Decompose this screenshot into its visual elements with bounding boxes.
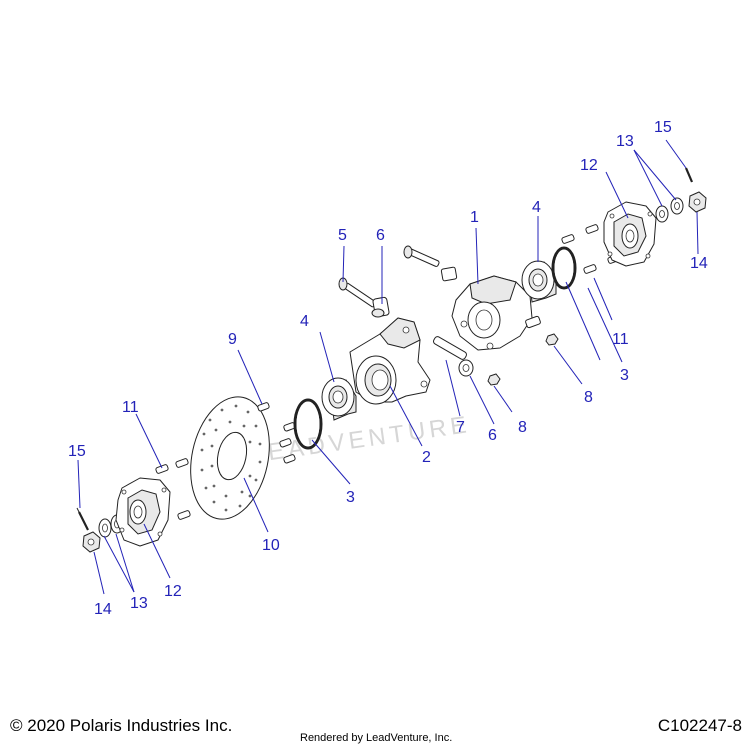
cotter-pin-left — [76, 507, 89, 531]
callout-11-left: 11 — [122, 399, 139, 416]
wheel-hub-left — [115, 477, 171, 547]
callout-3-right: 3 — [620, 367, 629, 384]
callout-12-right: 12 — [580, 157, 598, 174]
callout-7: 7 — [456, 419, 465, 436]
callout-12-left: 12 — [164, 583, 182, 600]
bearing-right — [521, 260, 557, 303]
callout-8-upper: 8 — [584, 389, 593, 406]
nut-upper — [545, 333, 559, 346]
drawing-number: C102247-8 — [657, 716, 742, 735]
callout-5: 5 — [338, 227, 347, 244]
callout-15-right: 15 — [654, 119, 672, 136]
bearing-carrier-right — [451, 275, 541, 351]
callout-13-left: 13 — [130, 595, 148, 612]
callout-14-right: 14 — [690, 255, 708, 272]
callout-4-left: 4 — [300, 313, 309, 330]
castle-nut-left — [82, 531, 101, 553]
callout-13-right: 13 — [616, 133, 634, 150]
bushing-lower — [458, 359, 474, 377]
nut-lower — [487, 373, 501, 386]
brake-disc — [190, 396, 270, 520]
callout-11-right: 11 — [612, 331, 629, 348]
bushing-upper — [371, 296, 390, 318]
copyright-text: © 2020 Polaris Industries Inc. — [10, 716, 233, 735]
washers-right — [655, 197, 684, 223]
callout-4-right: 4 — [532, 199, 541, 216]
pin — [433, 336, 467, 360]
cotter-pin-right — [684, 167, 694, 183]
callout-14-left: 14 — [94, 601, 112, 618]
callout-numbers: 1 2 3 3 4 4 5 6 6 7 8 8 9 10 11 11 12 12… — [68, 119, 708, 618]
rendered-by-text: Rendered by LeadVenture, Inc. — [300, 732, 453, 744]
callout-10: 10 — [262, 537, 280, 554]
leader-lines — [77, 139, 699, 595]
snap-ring-left — [293, 398, 323, 450]
watermark: LEADVENTURE — [249, 411, 472, 469]
bearing-left — [321, 377, 357, 421]
callout-3-left: 3 — [346, 489, 355, 506]
callout-6-upper: 6 — [376, 227, 385, 244]
callout-2: 2 — [422, 449, 431, 466]
bearing-carrier — [349, 317, 431, 405]
castle-nut-right — [688, 191, 707, 213]
carrier-bolt — [403, 245, 458, 282]
snap-ring-right — [551, 246, 577, 290]
callout-15-left: 15 — [68, 443, 86, 460]
callout-6-lower: 6 — [488, 427, 497, 444]
callout-9: 9 — [228, 331, 237, 348]
bolt-long — [338, 277, 377, 308]
disc-bolts — [257, 402, 296, 464]
wheel-hub-right — [603, 201, 657, 267]
callout-1: 1 — [470, 209, 479, 226]
callout-8-lower: 8 — [518, 419, 527, 436]
